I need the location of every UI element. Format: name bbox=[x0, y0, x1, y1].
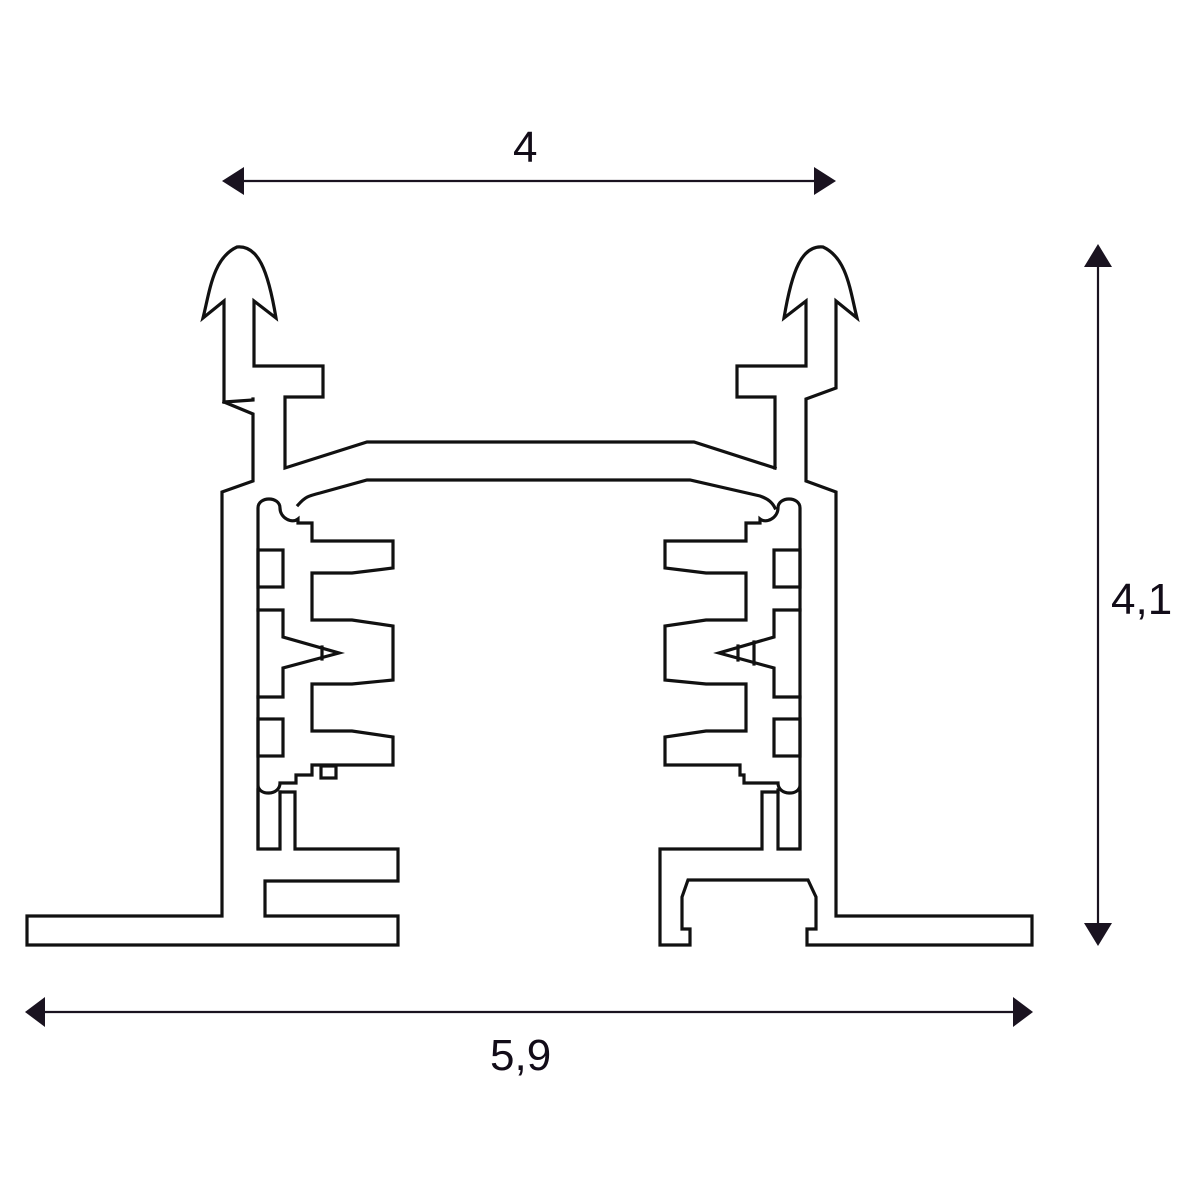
dimension-height bbox=[1084, 244, 1112, 946]
top-bridge-inner bbox=[295, 478, 778, 511]
right-slot-box-upper bbox=[772, 548, 802, 589]
dimension-top-width bbox=[222, 167, 836, 195]
arrow-right-icon bbox=[814, 167, 836, 195]
left-profile bbox=[25, 245, 778, 947]
arrow-left-icon bbox=[25, 997, 45, 1027]
right-inner-slot bbox=[776, 788, 802, 851]
right-slot-box-lower bbox=[772, 717, 802, 758]
left-slot-box-lower bbox=[256, 717, 285, 758]
left-slot-mid bbox=[256, 608, 345, 699]
right-conductor-slots bbox=[663, 497, 802, 850]
dimension-overall-width bbox=[25, 997, 1033, 1027]
right-barbed-clip bbox=[658, 245, 1034, 947]
arrow-down-icon bbox=[1084, 923, 1112, 946]
dimension-label-overall-width: 5,9 bbox=[490, 1031, 552, 1080]
left-conductor-slots bbox=[256, 497, 395, 850]
left-outer-wall bbox=[25, 397, 400, 947]
right-slot-mid bbox=[713, 608, 802, 699]
dimension-label-height: 4,1 bbox=[1111, 575, 1173, 624]
left-slot-box-upper bbox=[256, 548, 285, 589]
left-barbed-clip bbox=[200, 245, 778, 471]
arrow-left-icon bbox=[222, 167, 244, 195]
dimension-label-top-width: 4 bbox=[513, 123, 538, 172]
arrow-up-icon bbox=[1084, 244, 1112, 267]
left-small-tab bbox=[319, 764, 338, 780]
left-inner-slot bbox=[256, 788, 282, 851]
right-profile bbox=[658, 245, 1034, 947]
arrow-right-icon bbox=[1013, 997, 1033, 1027]
